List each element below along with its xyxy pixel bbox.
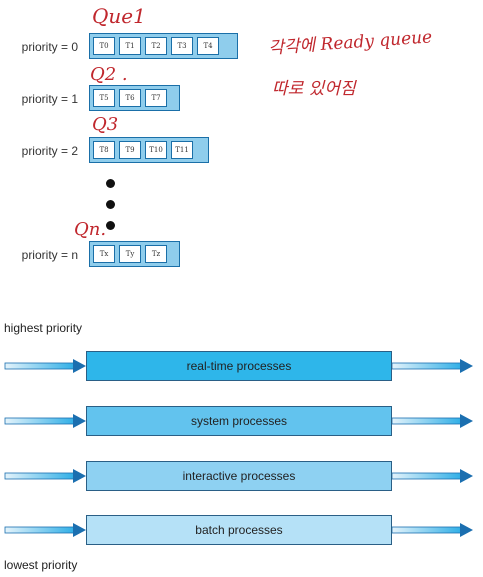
priority-label: priority = 0 — [21, 40, 78, 54]
ready-queue: T5 T6 T7 — [89, 85, 180, 111]
task-box: T1 — [119, 37, 141, 55]
task-box: Tz — [145, 245, 167, 263]
annotation-q3: Q3 — [92, 114, 119, 135]
task-box: T3 — [171, 37, 193, 55]
priority-label: priority = n — [21, 248, 78, 262]
annotation-note-line2: 따로 있어짐 — [272, 79, 356, 99]
process-class-box: batch processes — [86, 515, 392, 545]
task-box: T7 — [145, 89, 167, 107]
highest-priority-label: highest priority — [4, 321, 83, 335]
arrows-row-2 — [4, 469, 473, 483]
priority-label: priority = 2 — [21, 144, 78, 158]
task-box: T6 — [119, 89, 141, 107]
arrows-row-0 — [4, 359, 473, 373]
lowest-priority-label: lowest priority — [4, 558, 78, 572]
task-box: T5 — [93, 89, 115, 107]
task-box: T4 — [197, 37, 219, 55]
task-box: T9 — [119, 141, 141, 159]
ready-queue: T8 T9 T10 T11 — [89, 137, 209, 163]
ellipsis-dot — [106, 221, 115, 230]
task-box: Ty — [119, 245, 141, 263]
annotation-q1: Que1 — [92, 4, 146, 28]
task-box: T0 — [93, 37, 115, 55]
task-box: Tx — [93, 245, 115, 263]
ready-queue: T0 T1 T2 T3 T4 — [89, 33, 238, 59]
task-box: T8 — [93, 141, 115, 159]
priority-label: priority = 1 — [21, 92, 78, 106]
ellipsis-dot — [106, 200, 115, 209]
arrows-row-1 — [4, 414, 473, 428]
process-class-box: interactive processes — [86, 461, 392, 491]
annotation-qn: Qn. — [74, 219, 107, 240]
task-box: T2 — [145, 37, 167, 55]
task-box: T10 — [145, 141, 167, 159]
annotation-q2: Q2 . — [90, 64, 128, 85]
ready-queue: Tx Ty Tz — [89, 241, 180, 267]
task-box: T11 — [171, 141, 193, 159]
process-class-box: system processes — [86, 406, 392, 436]
process-class-box: real-time processes — [86, 351, 392, 381]
ellipsis-dot — [106, 179, 115, 188]
arrows-row-3 — [4, 523, 473, 537]
